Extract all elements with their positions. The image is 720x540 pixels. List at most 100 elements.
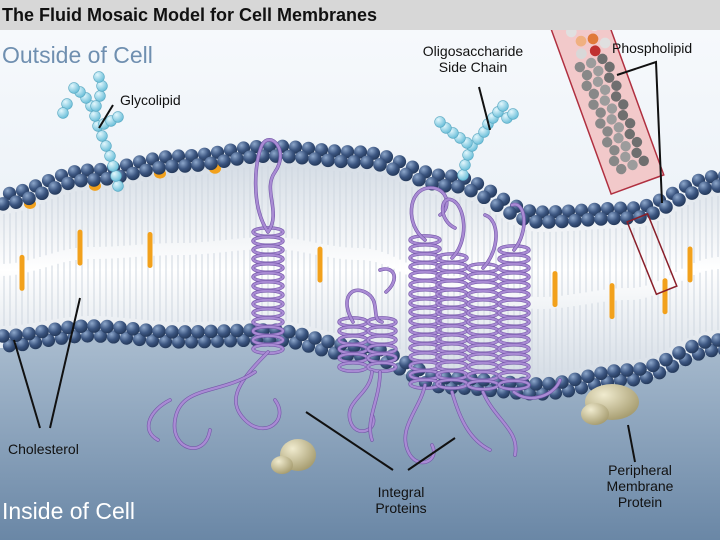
- phospholipid-head: [126, 166, 140, 181]
- phospholipid-head: [184, 149, 199, 163]
- phospholipid-head: [321, 334, 335, 349]
- sugar-bead: [112, 111, 124, 123]
- phospholipid-head: [613, 373, 628, 387]
- atom: [595, 107, 606, 118]
- atom: [599, 95, 611, 106]
- atom: [610, 91, 622, 102]
- atom: [604, 72, 615, 83]
- phospholipid-head: [321, 153, 335, 168]
- sugar-bead: [68, 82, 80, 94]
- protein-helix: [337, 316, 369, 373]
- glycolipid-label: Glycolipid: [120, 92, 181, 108]
- phospholipid-head: [158, 335, 173, 349]
- sugar-bead: [93, 71, 105, 83]
- sugar-bead: [89, 110, 101, 122]
- phospholipid-head: [581, 369, 595, 384]
- atom: [620, 140, 631, 152]
- phospholipid-head: [93, 329, 108, 343]
- phospholipid-head: [620, 363, 634, 377]
- atom: [617, 110, 629, 121]
- protein-loop: [404, 383, 435, 464]
- atom: [585, 57, 597, 69]
- atom: [581, 69, 593, 81]
- cholesterol-molecule: [147, 232, 153, 268]
- phospholipid-head: [685, 186, 699, 200]
- phospholipid-head: [529, 215, 543, 229]
- sugar-bead: [110, 170, 122, 182]
- phospholipid-head: [145, 334, 160, 348]
- protein-loop: [345, 289, 384, 324]
- atom: [624, 128, 635, 140]
- phospholipid-head: [139, 323, 153, 337]
- phospholipid-head: [165, 159, 179, 174]
- phospholipid-head: [295, 327, 309, 342]
- phospholipid-head: [438, 179, 452, 193]
- atom: [608, 155, 620, 167]
- integral-label-line1: Integral: [377, 484, 425, 500]
- atom: [606, 103, 618, 114]
- protein-loop: [254, 138, 282, 234]
- phospholipid-head: [308, 331, 322, 345]
- atom: [602, 137, 613, 148]
- phospholipid-head: [217, 324, 231, 338]
- phospholipid-head: [217, 154, 231, 168]
- peripheral-label-line2: Membrane: [606, 478, 674, 494]
- phospholipid-head: [314, 143, 329, 157]
- cholesterol-molecule: [662, 278, 668, 315]
- atom: [624, 118, 636, 129]
- atom: [627, 159, 638, 171]
- phospholipid-head: [204, 324, 218, 339]
- peripheral-label-line1: Peripheral: [608, 462, 672, 478]
- phospholipid-head: [529, 377, 543, 391]
- atom: [595, 118, 606, 129]
- phospholipid-head: [139, 163, 153, 178]
- phospholipid-head: [2, 339, 17, 353]
- phospholipid-head: [61, 320, 75, 335]
- protein-helix: [366, 316, 398, 373]
- phospholipid-head: [568, 213, 582, 228]
- oligosaccharide-label-line1: Oligosaccharide: [422, 43, 524, 59]
- phospholipid-head: [282, 149, 296, 164]
- atom: [581, 80, 592, 92]
- phospholipid-head: [236, 333, 251, 347]
- atom: [588, 99, 599, 110]
- cholesterol-label: Cholesterol: [8, 441, 79, 457]
- phospholipid-head: [574, 203, 589, 217]
- phospholipid-head: [360, 155, 374, 170]
- phospholipid-head: [158, 150, 173, 164]
- phospholipid-head: [607, 364, 621, 378]
- phospholipid-head: [165, 325, 179, 339]
- phospholipid-head: [535, 205, 550, 219]
- phospholipid-label: Phospholipid: [612, 40, 693, 56]
- oligosaccharide-label-line2: Side Chain: [438, 59, 508, 75]
- phospholipid-head: [503, 206, 517, 220]
- phospholipid-head: [704, 170, 719, 184]
- phospholipid-head: [171, 335, 186, 349]
- phospholipid-head: [646, 358, 660, 373]
- hydrophobic-core: [0, 158, 720, 382]
- phospholipid-head: [106, 330, 121, 344]
- phospholipid-head: [119, 331, 134, 345]
- atom: [618, 99, 629, 110]
- carbohydrate-chains: [57, 71, 519, 192]
- phospholipid-head: [171, 149, 186, 163]
- phospholipid-head: [561, 204, 576, 218]
- phospholipid-closeup: [547, 2, 665, 195]
- phospholipid-head: [613, 201, 628, 215]
- protein-loop: [512, 378, 562, 400]
- helix-turn: [366, 361, 398, 373]
- diagram-title: The Fluid Mosaic Model for Cell Membrane…: [0, 0, 720, 30]
- phospholipid-head: [594, 212, 608, 226]
- peripheral-membrane-protein: [271, 384, 639, 474]
- phospholipid-head: [210, 334, 225, 348]
- phospholipid-head: [412, 172, 426, 187]
- protein-helix: [466, 262, 500, 391]
- phospholipid-head: [308, 152, 322, 166]
- integral-label-line2: Proteins: [375, 500, 427, 516]
- phospholipid-head: [717, 171, 720, 181]
- protein-loop: [450, 390, 492, 452]
- phospholipid-head: [87, 319, 101, 333]
- outside-of-cell-label: Outside of Cell: [2, 42, 153, 68]
- phospholipid-head: [607, 211, 621, 226]
- phospholipid-head: [223, 334, 238, 348]
